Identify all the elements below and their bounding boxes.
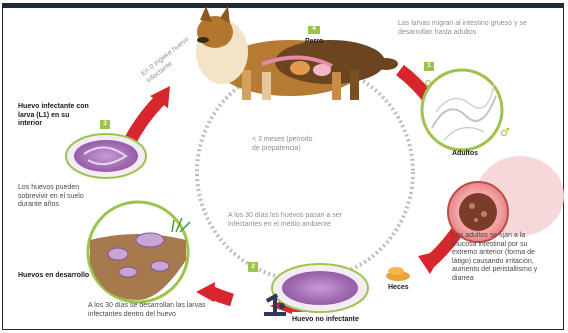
label-huevo-no-infectante: Huevo no infectante bbox=[292, 316, 382, 325]
label-adultos: Adultos bbox=[452, 150, 492, 159]
label-perro: Perro bbox=[305, 38, 345, 47]
label-adultos-fijan: Los adultos se fijan a la mucosa intesti… bbox=[452, 232, 544, 283]
intestine-section-icon bbox=[448, 156, 564, 242]
egg-icon-infective bbox=[66, 134, 146, 178]
male-symbol: ♂ bbox=[500, 126, 510, 139]
label-larvas-migran: Las larvas migran al intestino grueso y … bbox=[398, 20, 538, 37]
arrow-head bbox=[196, 282, 215, 302]
dashed-inner-circle bbox=[197, 64, 413, 280]
label-huevos-pueden: Los huevos pueden sobrevivir en el suelo… bbox=[18, 184, 93, 210]
soil-eggs-icon bbox=[88, 202, 190, 302]
label-treinta-dias-huevos: A los 30 días los huevos pasan a ser inf… bbox=[228, 212, 346, 229]
label-treinta-dias-larvas: A los 30 días se desarrollan las larvas … bbox=[88, 302, 238, 319]
label-heces: Heces bbox=[388, 284, 428, 293]
feces-icon bbox=[386, 267, 410, 281]
step-number-2: 2 bbox=[248, 262, 258, 272]
label-huevos-desarrollo: Huevos en desarrollo bbox=[18, 272, 98, 281]
worm-magnifier-icon bbox=[422, 70, 502, 150]
step-number-4: 4 bbox=[308, 24, 320, 34]
label-huevo-infectante: Huevo infectante con larva (L1) en su in… bbox=[18, 103, 90, 129]
female-symbol: ♀ bbox=[424, 78, 432, 91]
step-number-3: 3 bbox=[100, 119, 110, 129]
arrow-head bbox=[418, 250, 444, 274]
label-menos-3-meses: < 3 meses (período de prepatencia) bbox=[252, 136, 322, 153]
egg-icon-non-infective bbox=[272, 264, 368, 312]
step-number-1: 1 bbox=[424, 61, 434, 71]
